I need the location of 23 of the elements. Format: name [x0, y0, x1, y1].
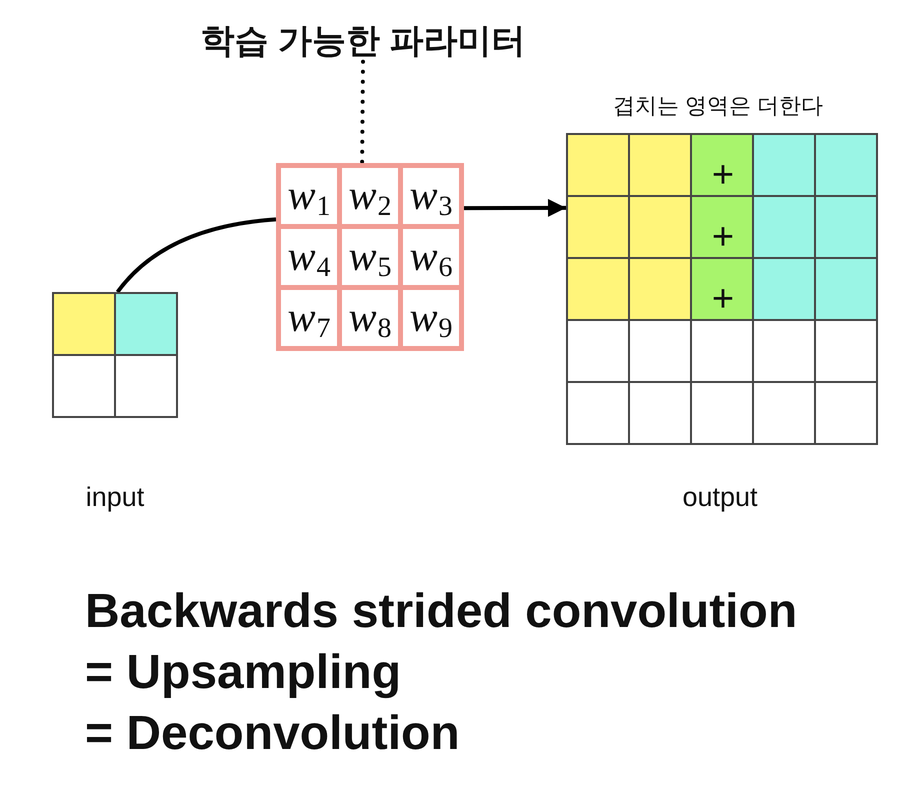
weight-cell: w$_{5}$	[342, 229, 398, 285]
weight-cell: w$_{3}$	[403, 168, 459, 224]
weight-cell: w$_{4}$	[281, 229, 337, 285]
input-grid	[52, 292, 178, 418]
weight-cell: w$_{9}$	[403, 290, 459, 346]
weight-cell: w$_{8}$	[342, 290, 398, 346]
arrow	[464, 198, 566, 217]
parameter-label: 학습 가능한 파라미터	[200, 21, 526, 62]
weight-cell: w$_{1}$	[281, 168, 337, 224]
plus-sign: +	[712, 280, 734, 318]
curved-connector	[116, 217, 276, 294]
weight-cell: w$_{2}$	[342, 168, 398, 224]
grid-label: output	[682, 481, 758, 514]
dotted-line	[360, 60, 365, 165]
kernel-grid	[276, 163, 464, 351]
caption-text: Backwards strided convolution = Upsampling = Deconvolution	[85, 584, 798, 762]
grid-label: input	[86, 481, 144, 514]
weight-cell: w$_{6}$	[403, 229, 459, 285]
weight-cell: w$_{7}$	[281, 290, 337, 346]
plus-sign: +	[712, 156, 734, 194]
output-grid	[566, 133, 878, 445]
note-text: 겹치는 영역은 더한다	[612, 93, 824, 120]
plus-sign: +	[712, 218, 734, 256]
